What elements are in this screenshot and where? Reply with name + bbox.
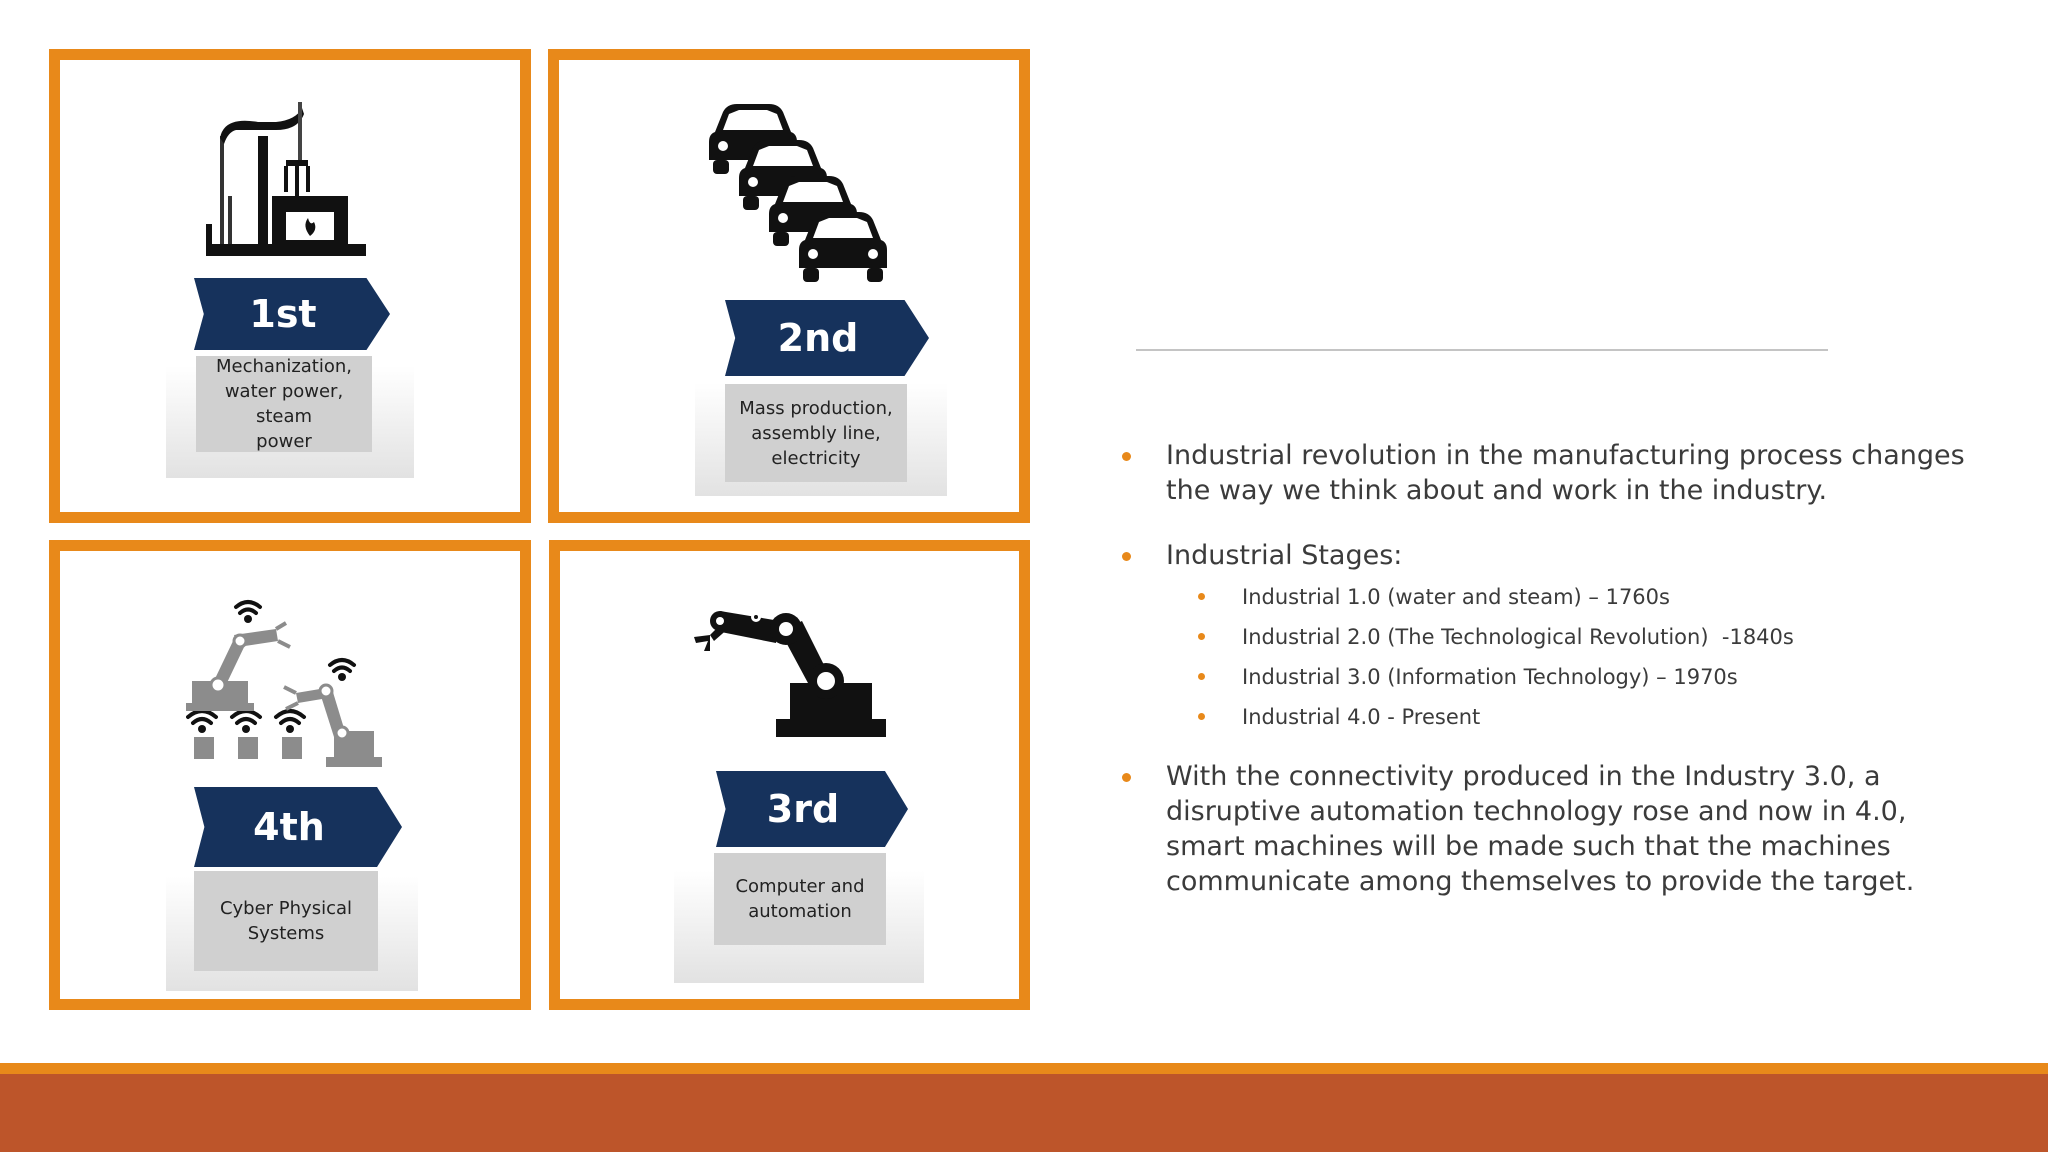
- card-first: 1st Mechanization, water power, steam po…: [166, 78, 414, 478]
- chevron-fourth: 4th: [194, 787, 402, 867]
- description-fourth: Cyber Physical Systems: [194, 871, 378, 971]
- connected-robot-arms-icon: [186, 600, 382, 767]
- stage-item-3: Industrial 3.0 (Information Technology) …: [1120, 657, 2020, 697]
- stages-list: Industrial 1.0 (water and steam) – 1760s…: [1120, 577, 2020, 737]
- title-divider-line: [1136, 349, 1828, 351]
- panel-fourth-revolution: 4th Cyber Physical Systems: [49, 540, 531, 1010]
- description-third: Computer and automation: [714, 853, 886, 945]
- description-first: Mechanization, water power, steam power: [196, 356, 372, 452]
- steam-pump-icon: [206, 102, 366, 256]
- stage-label-second: 2nd: [777, 316, 859, 360]
- chevron-first: 1st: [194, 278, 390, 350]
- stage-item-4: Industrial 4.0 - Present: [1120, 697, 2020, 737]
- description-second: Mass production, assembly line, electric…: [725, 384, 907, 482]
- bullet-connectivity: With the connectivity produced in the In…: [1120, 759, 1926, 899]
- stage-item-1: Industrial 1.0 (water and steam) – 1760s: [1120, 577, 2020, 617]
- chevron-second: 2nd: [725, 300, 929, 376]
- card-fourth: 4th Cyber Physical Systems: [166, 581, 418, 991]
- footer-bar: [0, 1074, 2048, 1152]
- bullet-stages-heading: Industrial Stages:: [1120, 538, 2020, 573]
- footer-accent-stripe: [0, 1063, 2048, 1074]
- stage-item-2: Industrial 2.0 (The Technological Revolu…: [1120, 617, 2020, 657]
- panel-third-revolution: 3rd Computer and automation: [549, 540, 1030, 1010]
- chevron-third: 3rd: [716, 771, 908, 847]
- description-text-second: Mass production, assembly line, electric…: [739, 397, 893, 469]
- content-bullets: Industrial revolution in the manufacturi…: [1120, 438, 2020, 899]
- stage-label-fourth: 4th: [253, 805, 325, 849]
- cars-assembly-icon: [709, 104, 887, 282]
- card-second: 2nd Mass production, assembly line, elec…: [695, 92, 947, 496]
- stage-label-first: 1st: [249, 292, 317, 336]
- robot-arm-icon: [694, 611, 886, 737]
- description-text-third: Computer and automation: [735, 876, 865, 922]
- panel-second-revolution: 2nd Mass production, assembly line, elec…: [548, 49, 1030, 523]
- panel-first-revolution: 1st Mechanization, water power, steam po…: [49, 49, 531, 523]
- description-text-fourth: Cyber Physical Systems: [219, 898, 353, 944]
- bullet-intro: Industrial revolution in the manufacturi…: [1120, 438, 1986, 508]
- stage-label-third: 3rd: [766, 787, 840, 831]
- card-third: 3rd Computer and automation: [674, 581, 924, 983]
- description-text-first: Mechanization, water power, steam power: [215, 356, 353, 452]
